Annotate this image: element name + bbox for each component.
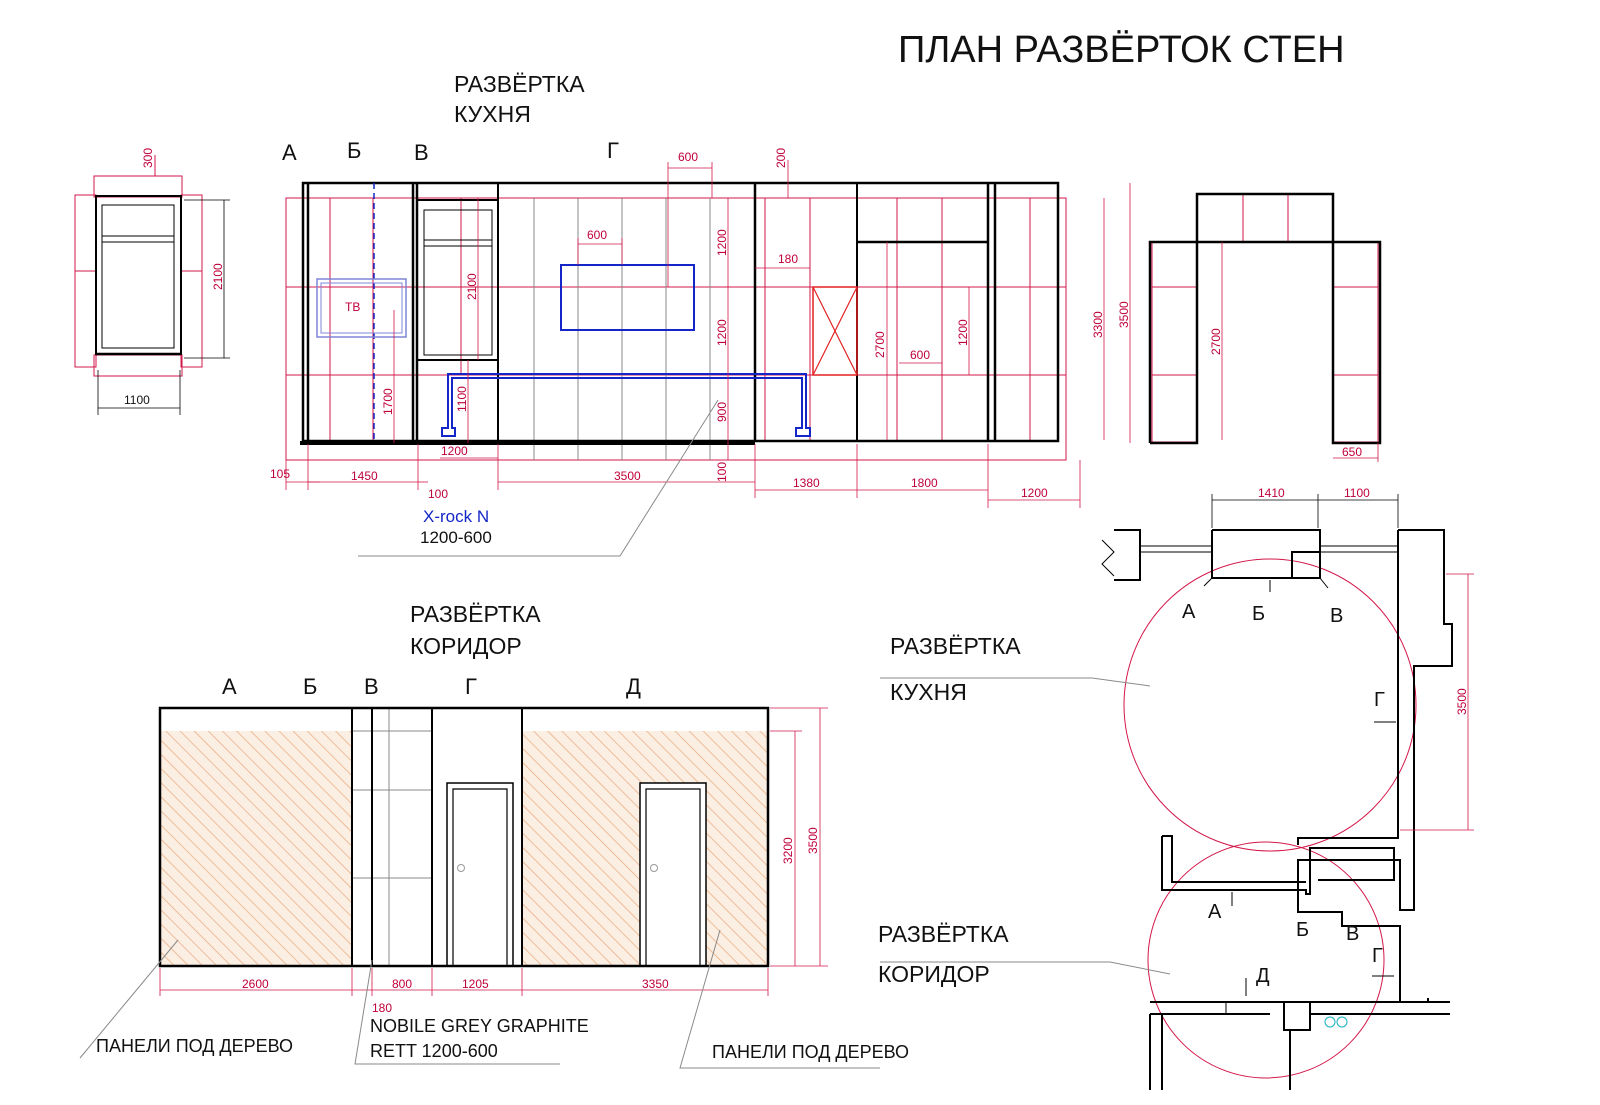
corridor-wall-g: Г <box>465 674 477 699</box>
kitchen-wall-b: Б <box>347 138 361 163</box>
kitchen-elevation: ТВ <box>270 148 1131 557</box>
kitchen-wall-a: А <box>282 140 297 165</box>
material-size: 1200-600 <box>420 528 492 547</box>
dim-1700-v: 1700 <box>381 388 395 415</box>
plan-marker-v: В <box>1330 605 1343 627</box>
floor-plan: 1410 1100 3500 А Б В Г А Б В Г Д РАЗВЁРТ… <box>878 486 1474 1090</box>
kitchen-heading-1: РАЗВЁРТКА <box>454 71 585 97</box>
dim-180: 180 <box>778 252 798 266</box>
dim-600-c: 600 <box>910 348 930 362</box>
plan-kitchen-heading-1: РАЗВЁРТКА <box>890 633 1021 659</box>
material-name: X-rock N <box>423 507 489 526</box>
dim-600-top: 600 <box>678 150 698 164</box>
kitchen-wall-v: В <box>414 140 429 165</box>
dim-100-v: 100 <box>715 462 729 482</box>
dim-1200-w: 1200 <box>441 444 468 458</box>
corridor-wall-v: В <box>364 674 379 699</box>
dim-100-b: 100 <box>428 487 448 501</box>
plan-marker-a: А <box>1182 601 1196 623</box>
corridor-elevation: 3200 3500 2600 180 800 1205 3350 ПАНЕЛИ … <box>79 706 909 1069</box>
kitchen-heading-2: КУХНЯ <box>454 101 531 127</box>
dim-1205: 1205 <box>462 977 489 991</box>
dim-200: 200 <box>774 148 788 168</box>
plan-corr-a: А <box>1208 901 1222 923</box>
dim-3500-c: 3500 <box>806 827 820 854</box>
kitchen-wall-g: Г <box>607 138 619 163</box>
plan-corr-v: В <box>1346 923 1359 945</box>
dim-1200-b: 1200 <box>715 319 729 346</box>
dim-2100-v: 2100 <box>465 273 479 300</box>
label-tile-2: RETT 1200-600 <box>370 1041 498 1061</box>
dim-180-c: 180 <box>372 1001 392 1015</box>
dim-2100: 2100 <box>211 263 225 290</box>
dim-3500: 3500 <box>1117 301 1131 328</box>
dim-1200-b: 1200 <box>1021 486 1048 500</box>
corridor-wall-d: Д <box>626 674 641 699</box>
dim-3200: 3200 <box>781 837 795 864</box>
dim-2600: 2600 <box>242 977 269 991</box>
door-elevation-small: 300 2100 1100 <box>74 148 230 415</box>
plan-corr-b: Б <box>1296 919 1309 941</box>
dim-2700-v: 2700 <box>873 331 887 358</box>
dim-3350: 3350 <box>642 977 669 991</box>
dim-1200-a: 1200 <box>715 229 729 256</box>
dim-600-tile: 600 <box>587 228 607 242</box>
plan-marker-g: Г <box>1374 689 1385 711</box>
plan-marker-b: Б <box>1252 603 1265 625</box>
plan-kitchen-heading-2: КУХНЯ <box>890 679 967 705</box>
plan-dim-1410: 1410 <box>1258 486 1285 500</box>
corridor-heading-1: РАЗВЁРТКА <box>410 601 541 627</box>
arch-elevation: 2700 650 <box>1148 192 1382 462</box>
dim-1800: 1800 <box>911 476 938 490</box>
dim-1100: 1100 <box>124 393 150 407</box>
sheet-title: ПЛАН РАЗВЁРТОК СТЕН <box>898 29 1345 71</box>
plan-dim-1100: 1100 <box>1344 486 1370 500</box>
plan-corr-d: Д <box>1256 965 1270 987</box>
dim-1380: 1380 <box>793 476 820 490</box>
dim-300: 300 <box>141 148 155 168</box>
dim-1200-c: 1200 <box>956 319 970 346</box>
dim-650: 650 <box>1342 445 1362 459</box>
tv-label: ТВ <box>345 300 360 314</box>
corridor-wall-a: А <box>222 674 237 699</box>
dim-800: 800 <box>392 977 412 991</box>
plan-corridor-heading-1: РАЗВЁРТКА <box>878 921 1009 947</box>
plan-dim-3500: 3500 <box>1455 688 1469 715</box>
dim-105: 105 <box>270 467 290 481</box>
label-wood-left: ПАНЕЛИ ПОД ДЕРЕВО <box>96 1036 293 1056</box>
label-tile-1: NOBILE GREY GRAPHITE <box>370 1016 589 1036</box>
dim-1100-v: 1100 <box>455 386 469 412</box>
dim-2700-arch: 2700 <box>1209 328 1223 355</box>
corridor-wall-b: Б <box>303 674 317 699</box>
plan-corridor-heading-2: КОРИДОР <box>878 961 990 987</box>
dim-1450: 1450 <box>351 469 378 483</box>
dim-3300: 3300 <box>1091 311 1105 338</box>
dim-900: 900 <box>715 402 729 422</box>
dim-3500-b: 3500 <box>614 469 641 483</box>
plan-corr-g: Г <box>1372 945 1383 967</box>
label-wood-right: ПАНЕЛИ ПОД ДЕРЕВО <box>712 1042 909 1062</box>
corridor-heading-2: КОРИДОР <box>410 633 522 659</box>
